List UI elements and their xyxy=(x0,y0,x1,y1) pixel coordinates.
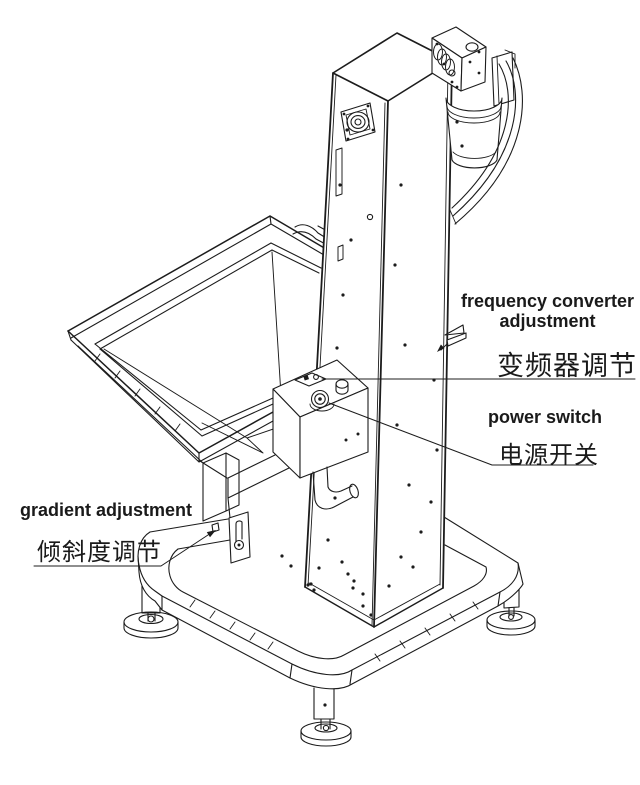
frequency-converter-label-line1: frequency converter xyxy=(460,291,635,311)
gradient-adjustment-bracket xyxy=(211,511,251,564)
leveling-foot-center xyxy=(300,687,352,747)
gradient-adjustment-leader xyxy=(33,532,212,567)
gradient-leader-arrowhead xyxy=(206,530,216,538)
frequency-converter-label-line2: adjustment xyxy=(499,311,596,332)
power-switch-knob xyxy=(309,389,335,412)
indicator-knob xyxy=(335,379,349,395)
gradient-adjustment-label-zh: 倾斜度调节 xyxy=(37,540,162,566)
hopper xyxy=(67,215,332,522)
frequency-converter-pointer-flag xyxy=(437,324,467,352)
leader-lines xyxy=(33,378,636,567)
elbow-pipe xyxy=(312,466,359,510)
gear-motor-assembly xyxy=(431,26,523,225)
power-switch-label-zh: 电源开关 xyxy=(499,443,599,469)
control-box xyxy=(272,359,369,510)
frequency-converter-label-zh: 变频器调节 xyxy=(497,351,637,381)
leveling-foot-right xyxy=(486,577,536,636)
hopper-support-beam xyxy=(227,454,290,519)
gradient-adjustment-label-en: gradient adjustment xyxy=(20,500,193,520)
frequency-converter-label-en: frequency converter adjustment xyxy=(455,291,640,331)
power-switch-label-en: power switch xyxy=(487,407,603,427)
column-tower xyxy=(304,32,453,628)
leveling-foot-left xyxy=(123,585,179,639)
power-switch-leader xyxy=(328,402,594,466)
